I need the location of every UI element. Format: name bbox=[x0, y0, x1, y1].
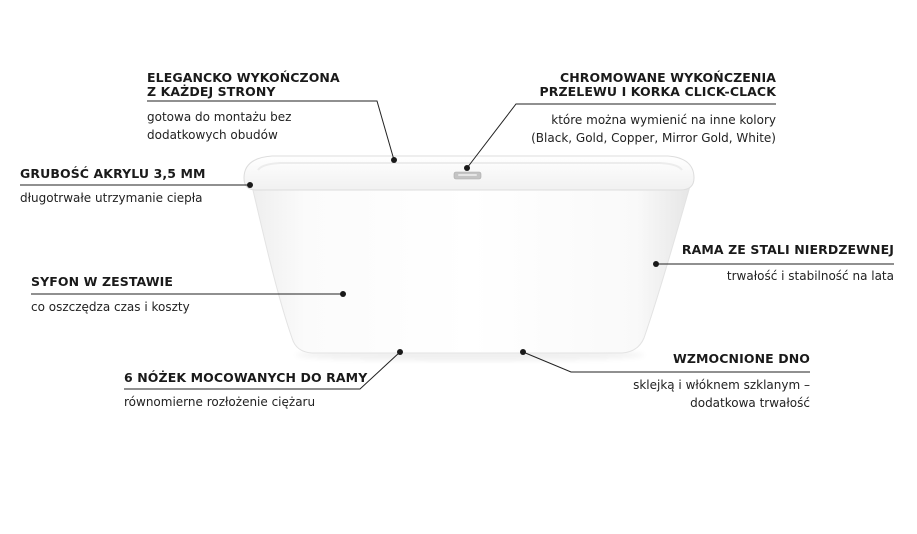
feature-title: 6 NÓŻEK MOCOWANYCH DO RAMY bbox=[124, 371, 367, 385]
feature-description: trwałość i stabilność na lata bbox=[682, 267, 894, 285]
feature-title: SYFON W ZESTAWIE bbox=[31, 275, 190, 289]
desc-line: dodatkowych obudów bbox=[147, 128, 278, 142]
feature-description: długotrwałe utrzymanie ciepła bbox=[20, 189, 206, 207]
title-line: WZMOCNIONE DNO bbox=[672, 351, 810, 366]
desc-line: które można wymienić na inne kolory bbox=[551, 113, 776, 127]
feature-rama: RAMA ZE STALI NIERDZEWNEJ trwałość i sta… bbox=[682, 243, 894, 285]
feature-title: WZMOCNIONE DNO bbox=[633, 352, 810, 366]
desc-line: trwałość i stabilność na lata bbox=[726, 269, 894, 283]
feature-description: równomierne rozłożenie ciężaru bbox=[124, 393, 367, 411]
feature-title: ELEGANCKO WYKOŃCZONA Z KAŻDEJ STRONY bbox=[147, 71, 340, 99]
dot-grubosc bbox=[247, 182, 253, 188]
feature-title: CHROMOWANE WYKOŃCZENIA PRZELEWU I KORKA … bbox=[531, 71, 776, 99]
feature-nozki: 6 NÓŻEK MOCOWANYCH DO RAMY równomierne r… bbox=[124, 371, 367, 411]
title-line: ELEGANCKO WYKOŃCZONA bbox=[147, 70, 340, 85]
tub-body bbox=[251, 185, 691, 354]
dot-dno bbox=[520, 349, 526, 355]
leader-nozki bbox=[124, 351, 401, 390]
title-line: PRZELEWU I KORKA CLICK-CLACK bbox=[539, 84, 776, 99]
feature-description: które można wymienić na inne kolory (Bla… bbox=[531, 111, 776, 147]
feature-title: RAMA ZE STALI NIERDZEWNEJ bbox=[682, 243, 894, 257]
leader-elegancko bbox=[147, 100, 395, 161]
desc-line: dodatkowa trwałość bbox=[690, 396, 810, 410]
title-line: 6 NÓŻEK MOCOWANYCH DO RAMY bbox=[124, 370, 368, 385]
leader-dno bbox=[522, 351, 810, 373]
feature-description: gotowa do montażu bez dodatkowych obudów bbox=[147, 108, 340, 144]
dot-nozki bbox=[397, 349, 403, 355]
desc-line: gotowa do montażu bez bbox=[147, 110, 292, 124]
title-line: SYFON W ZESTAWIE bbox=[31, 274, 174, 289]
feature-title: GRUBOŚĆ AKRYLU 3,5 MM bbox=[20, 167, 206, 181]
dot-rama bbox=[653, 261, 659, 267]
title-line: RAMA ZE STALI NIERDZEWNEJ bbox=[681, 242, 894, 257]
feature-elegancko: ELEGANCKO WYKOŃCZONA Z KAŻDEJ STRONY got… bbox=[147, 71, 340, 144]
feature-chromowane: CHROMOWANE WYKOŃCZENIA PRZELEWU I KORKA … bbox=[531, 71, 776, 147]
desc-line: długotrwałe utrzymanie ciepła bbox=[20, 191, 203, 205]
title-line: GRUBOŚĆ AKRYLU 3,5 MM bbox=[20, 166, 206, 181]
dot-syfon bbox=[340, 291, 346, 297]
dot-chromowane bbox=[464, 165, 470, 171]
desc-line: (Black, Gold, Copper, Mirror Gold, White… bbox=[531, 131, 776, 145]
feature-grubosc: GRUBOŚĆ AKRYLU 3,5 MM długotrwałe utrzym… bbox=[20, 167, 206, 207]
title-line: Z KAŻDEJ STRONY bbox=[147, 84, 276, 99]
feature-dno: WZMOCNIONE DNO sklejką i włóknem szklany… bbox=[633, 352, 810, 412]
desc-line: sklejką i włóknem szklanym – bbox=[633, 378, 810, 392]
title-line: CHROMOWANE WYKOŃCZENIA bbox=[559, 70, 776, 85]
feature-syfon: SYFON W ZESTAWIE co oszczędza czas i kos… bbox=[31, 275, 190, 316]
leader-chromowane bbox=[466, 103, 776, 169]
desc-line: równomierne rozłożenie ciężaru bbox=[124, 395, 316, 409]
feature-description: sklejką i włóknem szklanym – dodatkowa t… bbox=[633, 376, 810, 412]
dot-elegancko bbox=[391, 157, 397, 163]
desc-line: co oszczędza czas i koszty bbox=[31, 300, 190, 314]
feature-description: co oszczędza czas i koszty bbox=[31, 298, 190, 316]
